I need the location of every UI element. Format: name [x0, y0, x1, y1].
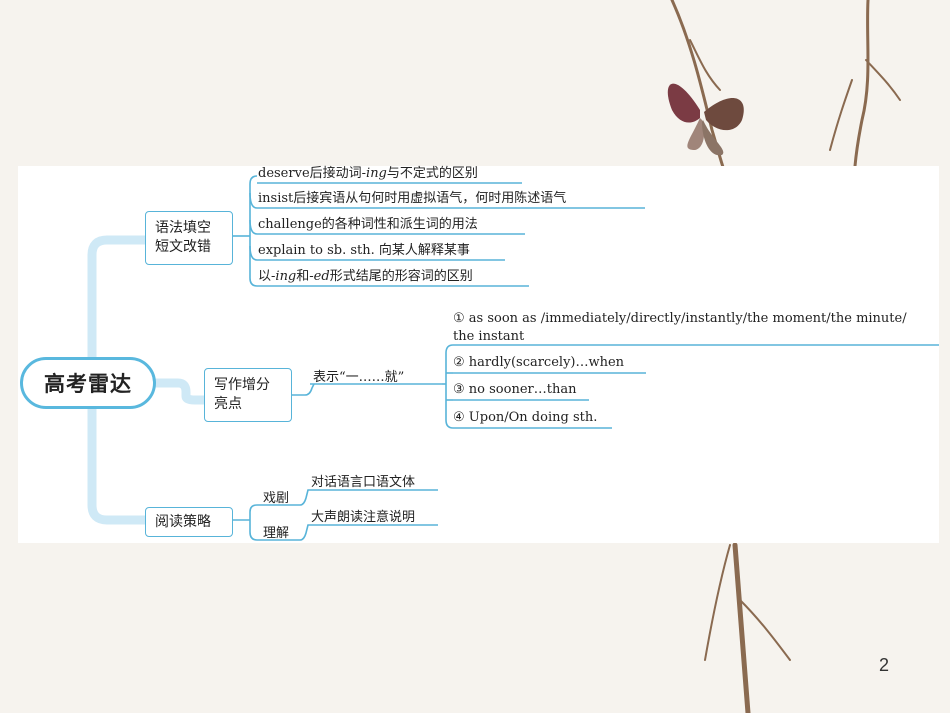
- root-node: 高考雷达: [20, 357, 156, 409]
- grammar-item-2: insist后接宾语从句何时用虚拟语气，何时用陈述语气: [258, 191, 567, 206]
- writing-item-3: ③ no sooner…than: [453, 382, 577, 397]
- grammar-item-3: challenge的各种词性和派生词的用法: [258, 217, 478, 232]
- branch-reading-node: 阅读策略: [145, 507, 233, 537]
- butterfly-icon: [667, 83, 744, 156]
- writing-item-2: ② hardly(scarcely)…when: [453, 355, 625, 370]
- page-number: 2: [879, 655, 890, 675]
- branch-writing-label-line2: 亮点: [214, 396, 242, 412]
- branch-writing-node: 写作增分 亮点: [204, 368, 292, 422]
- branch-grammar-label-line2: 短文改错: [155, 239, 211, 255]
- grammar-item-1: deserve后接动词-ing与不定式的区别: [258, 166, 478, 181]
- grammar-item-5: 以-ing和-ed形式结尾的形容词的区别: [258, 269, 473, 284]
- writing-item-1: ① as soon as /immediately/directly/insta…: [453, 311, 907, 344]
- reading-sub-label-understanding: 理解: [263, 526, 290, 541]
- branch-writing-label-line1: 写作增分: [214, 377, 270, 393]
- writing-sub-label: 表示“一……就”: [313, 370, 405, 385]
- reading-sub-label-drama: 戏剧: [263, 491, 290, 506]
- writing-item-4: ④ Upon/On doing sth.: [453, 410, 598, 425]
- branch-grammar-node: 语法填空 短文改错: [145, 211, 233, 265]
- branch-reading-label: 阅读策略: [155, 513, 211, 530]
- grammar-item-4: explain to sb. sth. 向某人解释某事: [258, 243, 470, 258]
- branch-grammar-label-line1: 语法填空: [155, 220, 211, 236]
- reading-item-2: 大声朗读注意说明: [311, 510, 416, 525]
- reading-item-1: 对话语言口语文体: [311, 475, 416, 490]
